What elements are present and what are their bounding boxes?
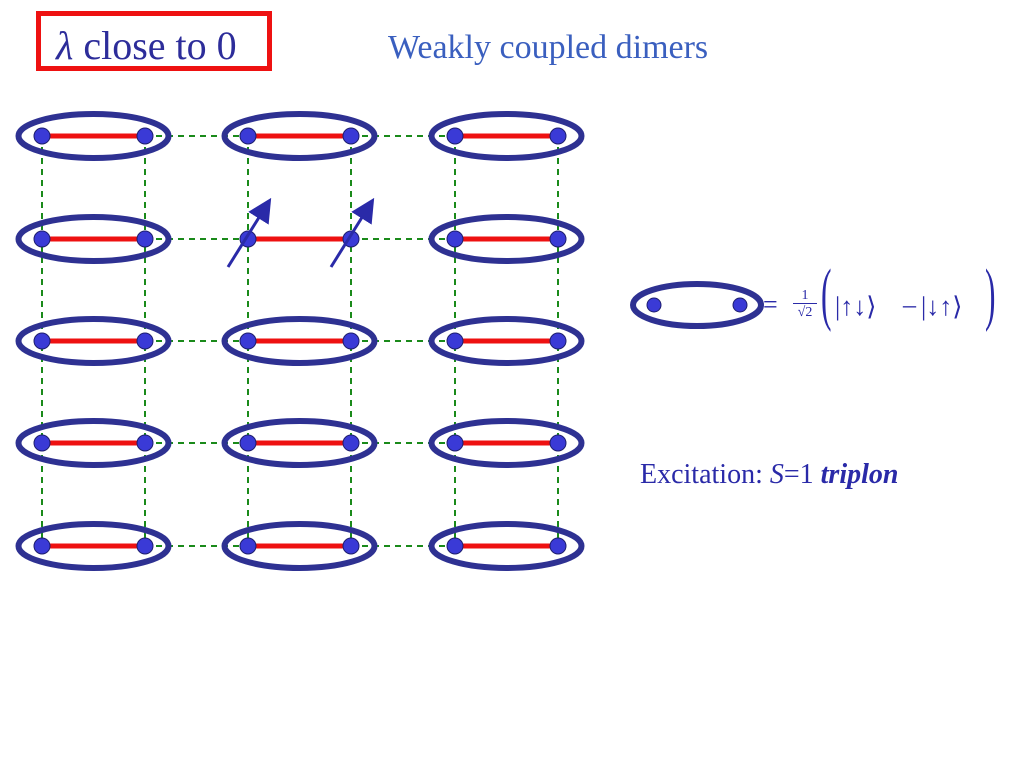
left-paren: ( [821, 256, 832, 333]
spin-site [446, 537, 464, 555]
excitation-prefix: Excitation: [640, 459, 770, 490]
spin-site [342, 434, 360, 452]
spin-site [239, 434, 257, 452]
dimer-ring [428, 214, 585, 264]
legend-spin-site [732, 297, 748, 313]
lambda-symbol: λ [56, 23, 74, 68]
spin-site [342, 537, 360, 555]
spin-value: =1 [783, 459, 821, 490]
right-paren: ) [985, 256, 996, 333]
spin-site [33, 230, 51, 248]
fraction-numerator: 1 [793, 288, 817, 304]
ket-up-down: |↑↓⟩ [835, 292, 877, 321]
formula-equals: = [763, 290, 778, 319]
spin-site [239, 537, 257, 555]
dimer-ring [221, 316, 378, 366]
legend-spin-site [646, 297, 662, 313]
dimer-ring [15, 418, 172, 468]
dimer-ring [15, 111, 172, 161]
spin-site [33, 332, 51, 350]
formula-fraction: 1 √2 [793, 288, 817, 321]
dimer-ring [221, 111, 378, 161]
spin-site [342, 332, 360, 350]
spin-symbol: S [769, 459, 784, 490]
spin-site [549, 230, 567, 248]
dimer-ring [428, 418, 585, 468]
spin-site [549, 537, 567, 555]
spin-site [33, 537, 51, 555]
dimer-ring [428, 521, 585, 571]
spin-site [136, 434, 154, 452]
excitation-caption: Excitation: S=1 triplon [640, 458, 898, 492]
spin-site [549, 434, 567, 452]
page-title: λ close to 0 [56, 22, 237, 70]
dimer-ring [15, 316, 172, 366]
triplon-label: triplon [820, 459, 899, 490]
spin-site [136, 127, 154, 145]
ket-down-up: |↓↑⟩ [921, 292, 963, 321]
title-frame [36, 11, 272, 71]
spin-site [136, 537, 154, 555]
spin-up-arrow [329, 197, 375, 268]
spin-site [33, 434, 51, 452]
formula-minus: – [903, 290, 916, 319]
title-label: close to 0 [73, 23, 237, 68]
subtitle: Weakly coupled dimers [388, 29, 709, 66]
spin-site [446, 230, 464, 248]
legend-dimer-ring [630, 281, 764, 329]
fraction-denominator: √2 [797, 305, 813, 320]
dimer-ring [15, 521, 172, 571]
spin-site [136, 230, 154, 248]
spin-site [136, 332, 154, 350]
spin-site [239, 332, 257, 350]
dimer-ring [15, 214, 172, 264]
spin-site [446, 127, 464, 145]
spin-site [239, 127, 257, 145]
dimer-ring [221, 418, 378, 468]
spin-site [342, 127, 360, 145]
spin-site [446, 434, 464, 452]
dimer-ring [428, 111, 585, 161]
spin-site [549, 332, 567, 350]
spin-site [549, 127, 567, 145]
spin-up-arrow [226, 197, 272, 268]
dimer-ring [428, 316, 585, 366]
spin-site [446, 332, 464, 350]
spin-site [33, 127, 51, 145]
dimer-ring [221, 521, 378, 571]
